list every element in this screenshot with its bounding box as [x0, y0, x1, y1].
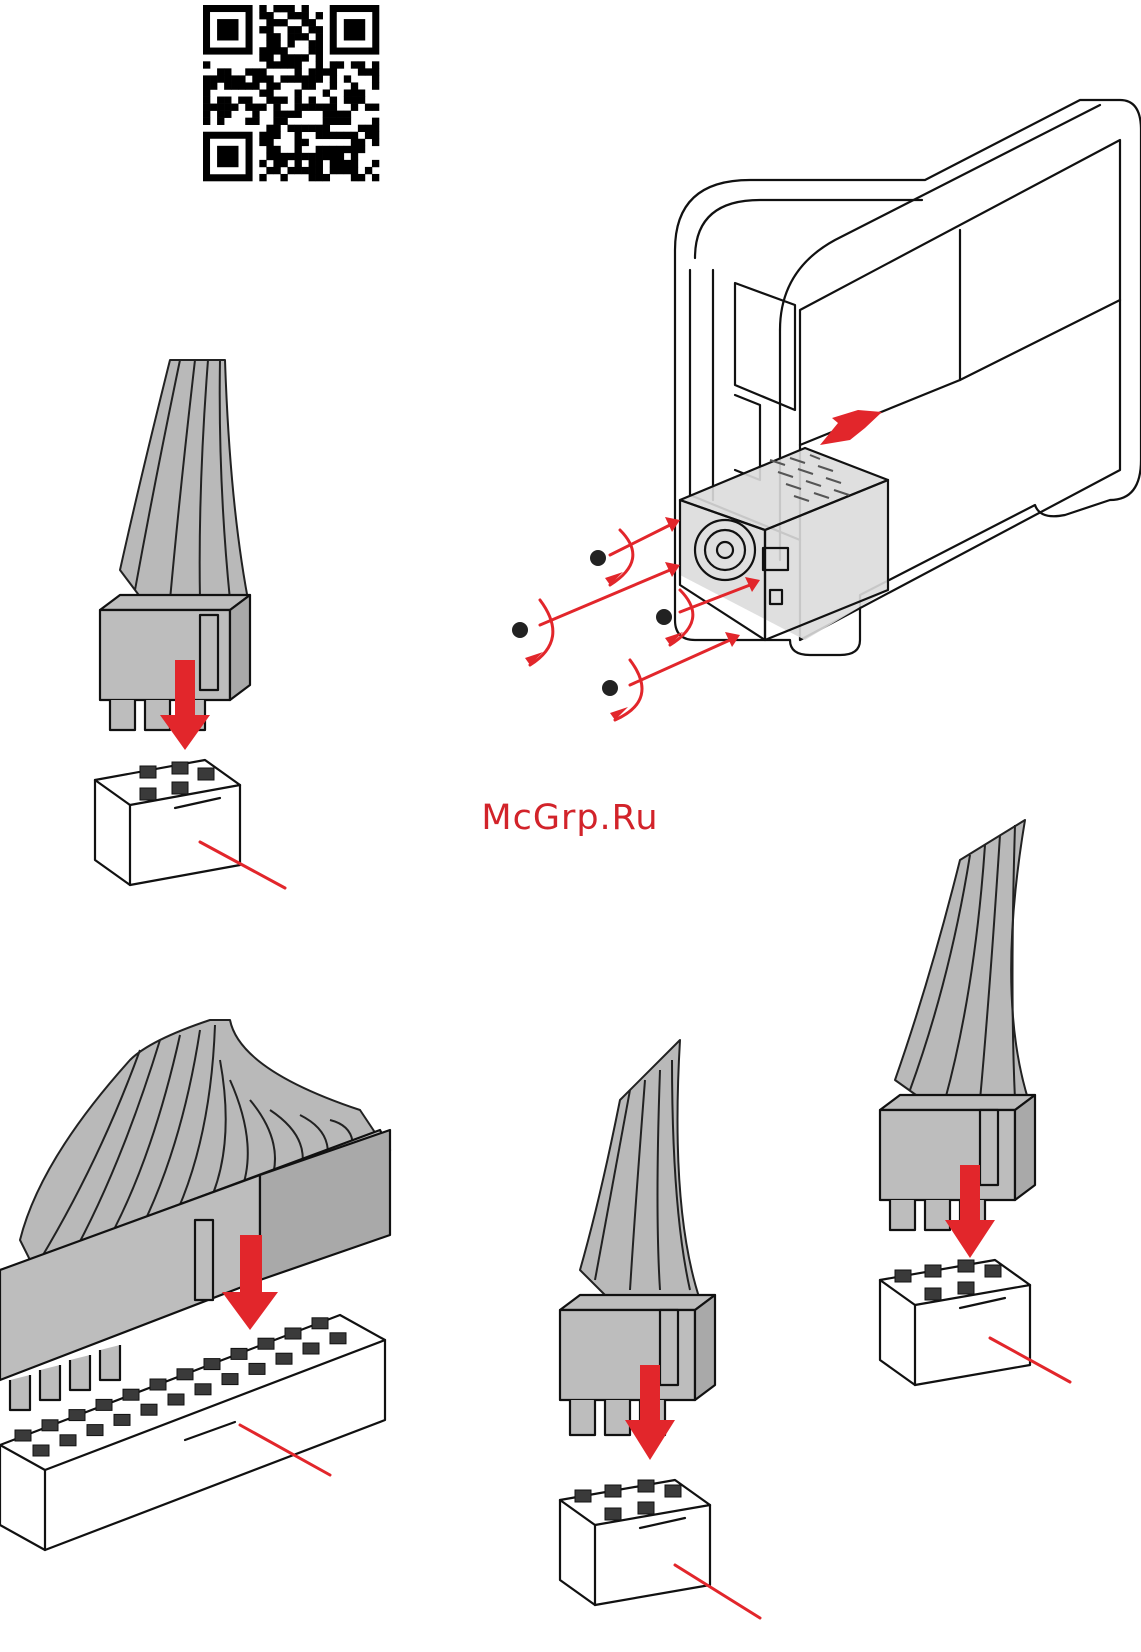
- psu-installation-diagram: [520, 0, 1141, 740]
- plug-housing: [560, 1295, 715, 1435]
- socket-pin: [33, 1445, 49, 1456]
- 8pin-connector-middle: [560, 1100, 820, 1652]
- socket-pin: [42, 1420, 58, 1431]
- socket: [0, 760, 285, 888]
- socket-pin: [258, 1338, 274, 1349]
- screw-icon-1: [590, 517, 680, 585]
- socket-pin: [168, 1394, 184, 1405]
- socket-pin: [249, 1363, 265, 1374]
- 8pin-connector-right: [880, 860, 1141, 1440]
- socket-pin: [114, 1414, 130, 1425]
- wire-bundle: [580, 1040, 700, 1300]
- socket-pin: [276, 1353, 292, 1364]
- plug-housing: [880, 1095, 1035, 1230]
- insert-direction-arrow-icon: [820, 410, 882, 445]
- socket-pin: [87, 1425, 103, 1436]
- wire-bundle: [120, 360, 250, 610]
- socket: [880, 1260, 1070, 1385]
- socket-pin: [285, 1328, 301, 1339]
- power-supply-unit: [680, 448, 888, 640]
- 8pin-connector-left: [80, 360, 340, 940]
- 24pin-atx-connector: [0, 1020, 420, 1590]
- socket-pin: [123, 1389, 139, 1400]
- socket-pin: [69, 1410, 85, 1421]
- socket-pin: [177, 1369, 193, 1380]
- socket-pin: [303, 1343, 319, 1354]
- qr-code-icon: [203, 5, 379, 181]
- screw-icon-2: [512, 562, 680, 665]
- socket-pin: [195, 1384, 211, 1395]
- socket: [560, 1480, 760, 1618]
- socket-pin: [141, 1404, 157, 1415]
- socket-pin: [15, 1430, 31, 1441]
- wire-bundle: [895, 820, 1030, 1105]
- socket-pin: [96, 1399, 112, 1410]
- watermark-text: McGrp.Ru: [440, 798, 700, 838]
- socket-pin: [312, 1318, 328, 1329]
- socket-pin: [231, 1348, 247, 1359]
- socket-pin: [60, 1435, 76, 1446]
- socket-pin: [150, 1379, 166, 1390]
- socket-pin: [222, 1374, 238, 1385]
- socket-pin: [204, 1359, 220, 1370]
- socket-pin: [330, 1333, 346, 1344]
